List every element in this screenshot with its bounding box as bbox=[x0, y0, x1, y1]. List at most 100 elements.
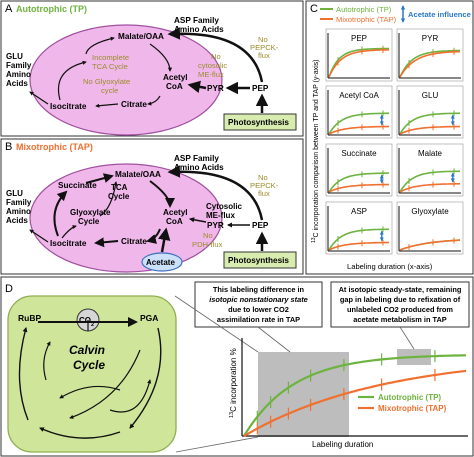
legend-tp-d: Autotrophic (TP) bbox=[378, 393, 441, 402]
photosynthesis-box-b bbox=[223, 251, 297, 269]
isocitrate-label-a: Isocitrate bbox=[50, 102, 87, 111]
panel-b-title: Mixotrophic (TAP) bbox=[16, 142, 93, 152]
pep-label-b: PEP bbox=[252, 221, 269, 230]
panel-b-label: B bbox=[5, 141, 12, 153]
panel-d-label: D bbox=[5, 283, 13, 295]
subplot-line-tp-pep bbox=[328, 47, 389, 78]
d-series-group bbox=[243, 350, 467, 437]
nopepck-label-b-1: No bbox=[258, 173, 268, 182]
calvin-arrows bbox=[18, 317, 162, 439]
asp-label-a-1: ASP Family bbox=[174, 16, 219, 25]
glu-label-a-4: Acids bbox=[6, 79, 28, 88]
glyox-label-a-2: cycle bbox=[101, 86, 118, 95]
glu-label-a-2: Family bbox=[6, 61, 32, 70]
box1-line3: due to lower CO2 bbox=[228, 305, 289, 314]
panel-b: B Mixotrophic (TAP) Malate/OAA Succinate… bbox=[0, 138, 304, 275]
connector-line-4 bbox=[399, 326, 415, 350]
nopepck-label-a-1: No bbox=[258, 35, 268, 44]
panel-a: A Autotrophic (TP) Malate/OAA Incomplete… bbox=[0, 0, 304, 137]
citrate-label-b: Citrate bbox=[121, 237, 147, 246]
photosynthesis-label-a: Photosynthesis bbox=[228, 118, 289, 127]
box1-line1: This labeling difference in bbox=[213, 285, 305, 294]
malate-label-a: Malate/OAA bbox=[118, 32, 164, 41]
subplot-line-tap-glu bbox=[399, 125, 461, 135]
subplot-title-acetyl-coa: Acetyl CoA bbox=[339, 91, 379, 100]
subplot-title-asp: ASP bbox=[351, 207, 367, 216]
subplot-line-tp-pyr bbox=[399, 49, 460, 78]
acetate-influence-label: Acetate influence bbox=[408, 10, 471, 19]
acetyl-label-b-2: CoA bbox=[166, 217, 183, 226]
cyto-label-b-2: ME-flux bbox=[206, 211, 235, 220]
d-xlabel: Labeling duration bbox=[312, 440, 373, 449]
tca-label-a-1: Incomplete bbox=[92, 53, 129, 62]
glu-label-b-1: GLU bbox=[6, 189, 23, 198]
malate-label-b: Malate/OAA bbox=[115, 170, 161, 179]
isocitrate-label-b: Isocitrate bbox=[50, 239, 87, 248]
panel-c-ylabel: 13C incorporation comparison between TP … bbox=[311, 59, 320, 243]
pep-label-a: PEP bbox=[252, 84, 269, 93]
nocyto-label-a-2: cytosolic bbox=[198, 61, 227, 70]
glyox-label-b-1: Glyoxylate bbox=[70, 208, 111, 217]
subplot-frame-acetyl-coa bbox=[325, 85, 393, 139]
acetate-oval bbox=[141, 252, 183, 272]
pga-label: PGA bbox=[140, 313, 158, 323]
co2-label: CO2 bbox=[79, 316, 94, 328]
subplot-title-glyoxylate: Glyoxylate bbox=[411, 207, 449, 216]
calvin-label-1: Calvin bbox=[69, 343, 105, 357]
subplot-frame-asp bbox=[325, 201, 393, 255]
glu-label-a-1: GLU bbox=[6, 52, 23, 61]
subplot-line-tap-malate bbox=[399, 183, 460, 193]
nopepck-label-b-3: flux bbox=[258, 189, 270, 198]
subplot-frame-glyoxylate bbox=[396, 201, 464, 255]
acetyl-label-a-2: CoA bbox=[166, 82, 183, 91]
nonstationary-highlight bbox=[258, 352, 349, 437]
subplot-line-tp-acetyl-coa bbox=[328, 112, 390, 135]
acetate-label: Acetate bbox=[146, 258, 175, 267]
box2-line4: acetate metabolism in TAP bbox=[353, 315, 447, 324]
nocyto-label-a-3: ME-flux bbox=[198, 70, 224, 79]
panel-c-xlabel: Labeling duration (x-axis) bbox=[347, 262, 433, 271]
nopepck-label-a-2: PEPCK- bbox=[250, 43, 279, 52]
tca-label-a-2: TCA Cycle bbox=[92, 62, 128, 71]
subplot-frame-succinate bbox=[325, 143, 393, 197]
subplot-line-tap-pep bbox=[328, 49, 389, 78]
glu-label-b-2: Family bbox=[6, 198, 32, 207]
d-ylabel: 13C incorporation % bbox=[229, 348, 238, 418]
nopepck-label-a-3: flux bbox=[258, 51, 270, 60]
d-line-tap bbox=[243, 369, 467, 437]
nopepck-label-b-2: PEPCK- bbox=[250, 181, 279, 190]
panel-c-label: C bbox=[310, 3, 318, 15]
calvin-box bbox=[7, 295, 177, 453]
glyox-label-b-2: Cycle bbox=[78, 217, 100, 226]
subplot-frame-glu bbox=[396, 85, 464, 139]
panel-c: C Autotrophic (TP) Mixotrophic (TAP) Ace… bbox=[305, 0, 474, 275]
glyox-label-a-1: No Glyoxylate bbox=[83, 77, 130, 86]
connector-line-3 bbox=[257, 326, 291, 353]
cell-ellipse-a bbox=[29, 24, 223, 136]
annotation-box-steady-state bbox=[330, 281, 470, 328]
subplot-line-tap-succinate bbox=[328, 183, 390, 193]
asp-label-b-2: Amino Acids bbox=[174, 163, 224, 172]
connector-line-2 bbox=[175, 436, 259, 453]
legend-tp-c: Autotrophic (TP) bbox=[336, 5, 392, 14]
glu-label-a-3: Amino bbox=[6, 70, 31, 79]
cyto-label-b-1: Cytosolic bbox=[206, 202, 243, 211]
box2-line1: At isotopic steady-state, remaining bbox=[339, 285, 462, 294]
nocyto-label-a-1: No bbox=[211, 52, 221, 61]
connector-line-1 bbox=[174, 295, 259, 353]
subplot-line-tp-glu bbox=[399, 112, 461, 135]
subplot-title-succinate: Succinate bbox=[341, 149, 377, 158]
subplot-title-malate: Malate bbox=[418, 149, 443, 158]
nopdh-label-b-1: No bbox=[203, 231, 213, 240]
tca-label-b-1: TCA bbox=[111, 183, 128, 192]
legend-tap-d: Mixotrophic (TAP) bbox=[378, 404, 447, 413]
annotation-box-nonstationary bbox=[194, 281, 323, 328]
acetyl-label-b-1: Acetyl bbox=[163, 208, 188, 217]
subplot-frame-pep bbox=[325, 28, 393, 82]
nopdh-label-b-2: PDH-flux bbox=[192, 240, 223, 249]
legend-tap-c: Mixotrophic (TAP) bbox=[336, 15, 397, 24]
pathway-arrows-a bbox=[29, 27, 269, 113]
glu-label-b-4: Acids bbox=[6, 216, 28, 225]
subplot-line-tp-succinate bbox=[328, 172, 389, 193]
